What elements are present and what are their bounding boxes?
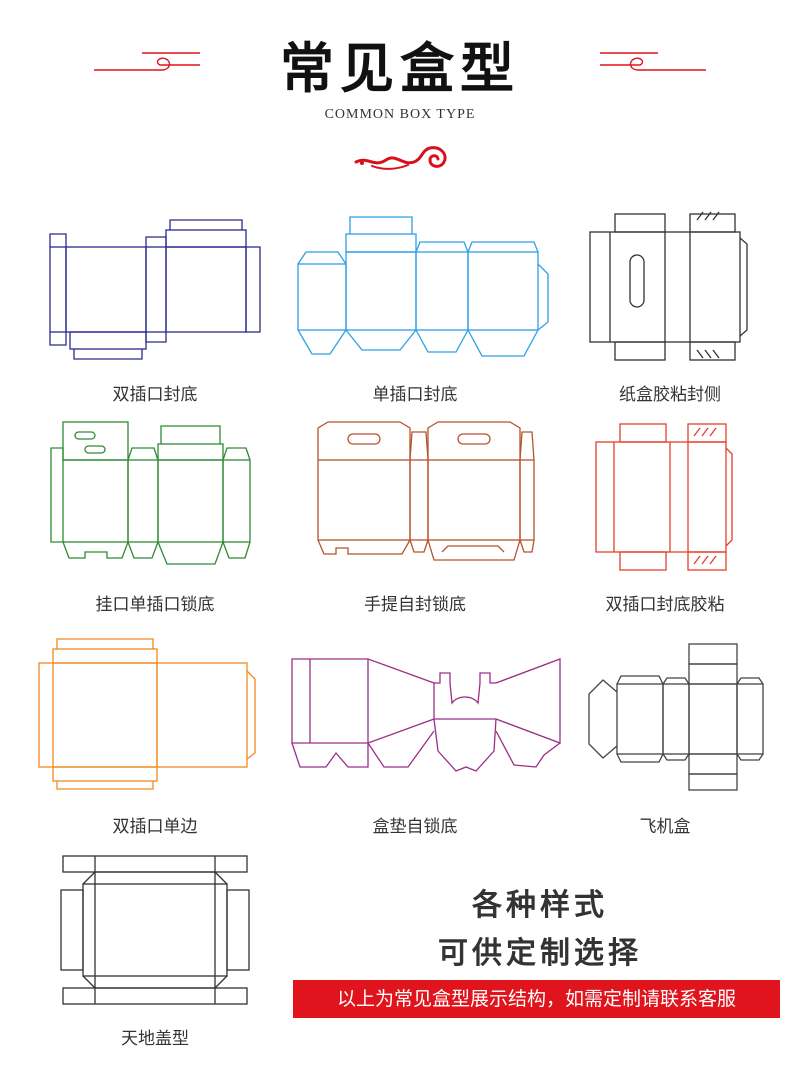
page-subtitle: COMMON BOX TYPE (324, 107, 476, 122)
caption-double-tuck-single-side: 双插口单边 (112, 817, 198, 837)
contact-notice-banner: 以上为常见盒型展示结构，如需定制请联系客服 (293, 980, 780, 1018)
single-tuck-box-icon (297, 216, 549, 357)
box-diagram-double-tuck-glued (590, 418, 740, 578)
caption-lid-base: 天地盖型 (121, 1029, 189, 1049)
caption-double-tuck-glued: 双插口封底胶粘 (605, 595, 725, 615)
box-diagram-mailer (585, 640, 770, 800)
promo-line-2: 可供定制选择 (438, 936, 642, 971)
lid-base-box-icon (60, 855, 250, 1005)
box-diagram-double-tuck-single-side (35, 635, 265, 795)
cloud-left-decoration (94, 52, 200, 71)
caption-mailer: 飞机盒 (639, 817, 691, 837)
box-diagram-lid-base (55, 850, 255, 1015)
caption-double-tuck: 双插口封底 (112, 385, 198, 405)
box-diagram-handle-lock-bottom (308, 418, 543, 578)
caption-pad-lock-bottom: 盒垫自锁底 (372, 817, 458, 837)
box-diagram-hanger-lock-bottom (45, 418, 260, 578)
box-diagram-glued-side (585, 210, 755, 372)
cloud-swirl-icon (354, 146, 447, 170)
caption-hanger-lock-bottom: 挂口单插口锁底 (95, 595, 215, 615)
caption-handle-lock-bottom: 手提自封锁底 (364, 595, 466, 615)
box-diagram-double-tuck (40, 212, 270, 372)
box-diagram-pad-lock-bottom (288, 655, 568, 785)
handle-lock-bottom-box-icon (317, 421, 535, 561)
box-diagram-single-tuck (290, 212, 560, 372)
double-tuck-single-side-box-icon (38, 638, 256, 790)
cloud-right-decoration (600, 52, 706, 71)
caption-glued-side: 纸盒胶粘封侧 (619, 385, 721, 405)
glued-side-box-icon (589, 211, 748, 361)
caption-single-tuck: 单插口封底 (372, 385, 458, 405)
promo-line-1: 各种样式 (472, 888, 608, 923)
double-tuck-glued-box-icon (595, 423, 733, 571)
double-tuck-box-icon (49, 219, 261, 360)
hanger-lock-bottom-box-icon (50, 421, 251, 565)
mailer-box-icon (588, 643, 764, 791)
page-title: 常见盒型 (280, 36, 520, 100)
pad-lock-bottom-box-icon (291, 658, 561, 772)
